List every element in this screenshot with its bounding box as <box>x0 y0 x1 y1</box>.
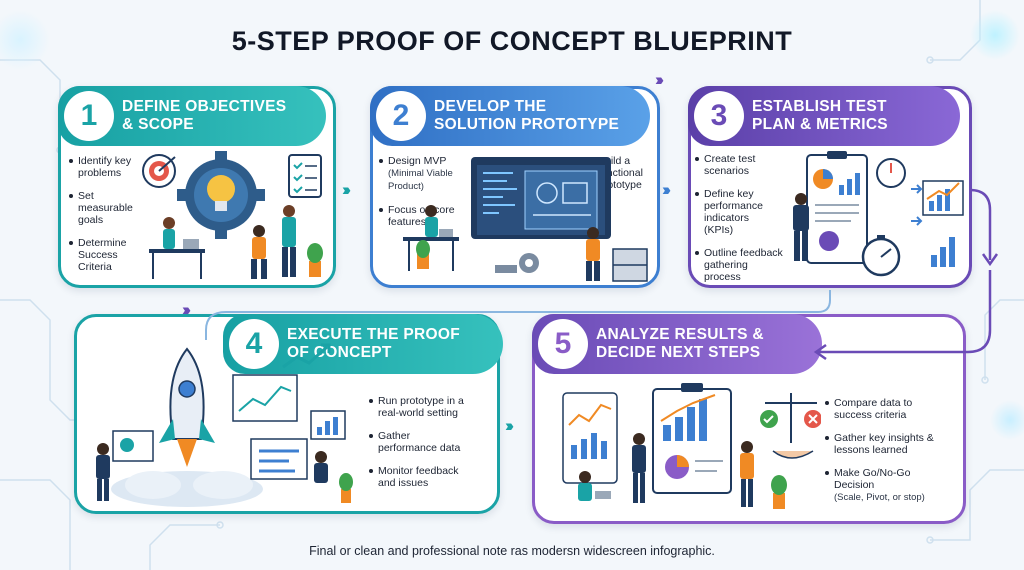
objectives-illustration <box>142 151 323 279</box>
bullet-item: Run prototype in a real-world setting <box>369 395 501 419</box>
chevron-right-icon: ››› <box>662 180 671 199</box>
bullet-item: Gather key insights & lessons learned <box>825 432 967 456</box>
test-plan-illustration <box>793 151 964 277</box>
bullet-item: Create test scenarios <box>695 153 793 177</box>
bullet-item: Make Go/No-Go Decision(Scale, Pivot, or … <box>825 467 967 504</box>
step-header: 2 DEVELOP THE SOLUTION PROTOTYPE <box>370 86 650 146</box>
footer-caption: Final or clean and professional note ras… <box>309 544 715 558</box>
target-icon <box>142 154 176 188</box>
scale-icon <box>760 393 821 459</box>
dashboard-icon <box>232 374 346 480</box>
chevron-right-icon: ››› <box>182 300 191 319</box>
prototype-illustration <box>403 157 648 282</box>
step-number: 4 <box>229 319 279 369</box>
bullet-note: (Minimal Viable Product) <box>388 168 453 192</box>
stopwatch-icon <box>861 158 906 277</box>
step-card-5: 5 ANALYZE RESULTS & DECIDE NEXT STEPS Co… <box>532 314 966 524</box>
blueprint-icon <box>524 170 598 230</box>
step-header: 3 ESTABLISH TEST PLAN & METRICS <box>688 86 960 146</box>
clipboard-chart-icon <box>806 151 868 264</box>
step-card-2: 2 DEVELOP THE SOLUTION PROTOTYPE Design … <box>370 86 660 288</box>
tools-icon <box>495 248 648 282</box>
bullet-list: Run prototype in a real-world setting Ga… <box>369 395 501 500</box>
step-card-1: 1 DEFINE OBJECTIVES & SCOPE Identify key… <box>58 86 336 288</box>
bullet-item: Monitor feedback and issues <box>369 465 501 489</box>
step-number: 2 <box>376 91 426 141</box>
bullet-item: Outline feedback gathering process <box>695 247 793 283</box>
glow-decoration <box>990 400 1024 440</box>
step-number: 1 <box>64 91 114 141</box>
bullet-item: Design MVP(Minimal Viable Product) <box>379 155 471 193</box>
step-title: EXECUTE THE PROOF OF CONCEPT <box>287 326 461 361</box>
bullet-text: Make Go/No-Go Decision <box>834 467 911 491</box>
step-header: 4 EXECUTE THE PROOF OF CONCEPT <box>223 314 503 374</box>
bullet-note: (Scale, Pivot, or stop) <box>834 492 925 503</box>
step-card-4: 4 EXECUTE THE PROOF OF CONCEPT Run proto… <box>74 314 503 514</box>
chevron-right-icon: ››› <box>505 416 514 435</box>
bullet-text: Design MVP <box>388 155 447 167</box>
rocket-icon <box>159 347 215 467</box>
people-icon <box>149 205 323 279</box>
chevron-right-icon: ››› <box>342 180 351 199</box>
step-title: ESTABLISH TEST PLAN & METRICS <box>752 98 888 133</box>
report-icon <box>562 383 732 494</box>
bullet-item: Set measurable goals <box>69 190 159 226</box>
bullet-item: Identify key problems <box>69 155 159 179</box>
bullet-item: Gather performance data <box>369 430 501 454</box>
bullet-item: Define key performance indicators (KPIs) <box>695 188 793 236</box>
step-number: 5 <box>538 319 588 369</box>
bullet-list: Compare data to success criteria Gather … <box>825 397 967 515</box>
bullet-item: Compare data to success criteria <box>825 397 967 421</box>
step-card-3: 3 ESTABLISH TEST PLAN & METRICS Create t… <box>688 86 972 288</box>
step-header: 5 ANALYZE RESULTS & DECIDE NEXT STEPS <box>532 314 822 374</box>
step-title: DEFINE OBJECTIVES & SCOPE <box>122 98 287 133</box>
step-number: 3 <box>694 91 744 141</box>
checklist-icon <box>288 154 322 198</box>
step-header: 1 DEFINE OBJECTIVES & SCOPE <box>58 86 326 146</box>
lightbulb-gear-icon <box>177 151 265 239</box>
glow-decoration <box>970 10 1020 60</box>
bullet-item: Focus on core features <box>379 204 471 228</box>
glow-decoration <box>0 10 50 70</box>
step-title: ANALYZE RESULTS & DECIDE NEXT STEPS <box>596 326 764 361</box>
analyze-illustration <box>562 383 821 509</box>
page-title: 5-STEP PROOF OF CONCEPT BLUEPRINT <box>231 26 793 56</box>
bullet-list: Create test scenarios Define key perform… <box>695 153 793 294</box>
step-title: DEVELOP THE SOLUTION PROTOTYPE <box>434 98 620 133</box>
execute-illustration <box>96 343 353 507</box>
chevron-right-icon: ››› <box>655 70 664 89</box>
bullet-list: Design MVP(Minimal Viable Product) Focus… <box>379 155 471 239</box>
bullet-item: Determine Success Criteria <box>69 237 159 273</box>
bullet-list: Identify key problems Set measurable goa… <box>69 155 159 284</box>
